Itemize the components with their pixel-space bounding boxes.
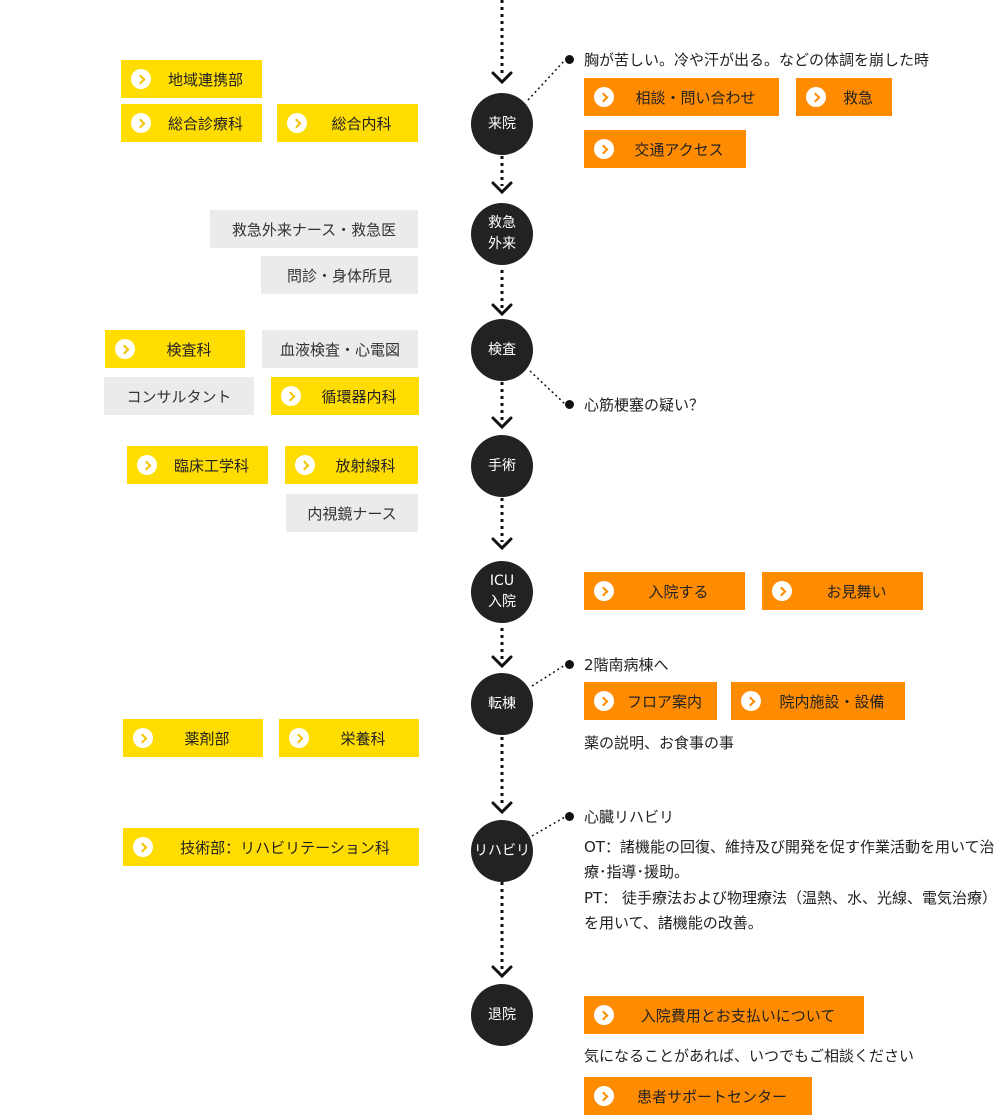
link-hiyo-label: 入院費用とお支払いについて [640,1006,836,1025]
link-kyukyu-label: 救急 [842,88,873,107]
step-tento: 転棟 [471,673,533,735]
link-omimai[interactable]: お見舞い [762,572,923,610]
text-ot: OT：諸機能の回復、維持及び開発を促す作業活動を用いて治療･指導･援助。 [584,838,995,881]
link-shisetsu[interactable]: 院内施設・設備 [731,682,905,720]
link-kensaka-label: 検査科 [166,340,212,359]
link-hoshasen[interactable]: 放射線科 [285,446,418,484]
chevron-right-icon [594,139,614,159]
chevron-right-icon [133,728,153,748]
step-kyukyu-gairai-label: 救急外来 [488,213,516,255]
link-eiyo[interactable]: 栄養科 [279,719,419,757]
link-support-center-label: 患者サポートセンター [636,1087,787,1106]
link-rinsho-kogaku-label: 臨床工学科 [173,456,249,475]
link-sogo-shinryo[interactable]: 総合診療科 [121,104,262,142]
chevron-right-icon [772,581,792,601]
step-taiin-label: 退院 [488,1006,516,1023]
link-kensaka[interactable]: 検査科 [105,330,245,368]
link-eiyo-label: 栄養科 [340,729,386,748]
link-access[interactable]: 交通アクセス [584,130,746,168]
chevron-right-icon [594,1005,614,1025]
link-hiyo[interactable]: 入院費用とお支払いについて [584,996,864,1034]
step-shujutsu: 手術 [471,435,533,497]
link-hoshasen-label: 放射線科 [335,456,396,475]
step-kyukyu-line1: 救急 [488,215,516,231]
link-yakuzai-label: 薬剤部 [184,729,230,748]
link-gijutsu-rehab-label: 技術部：リハビリテーション科 [180,838,390,857]
link-chiiki-renkei[interactable]: 地域連携部 [121,60,262,98]
chevron-right-icon [594,87,614,107]
step-raiin-label: 来院 [488,115,516,132]
step-icu-line1: ICU [489,573,515,589]
note-tento: 2階南病棟へ [565,656,669,674]
chevron-right-icon [594,1086,614,1106]
step-taiin: 退院 [471,984,533,1046]
link-junkanki[interactable]: 循環器内科 [271,377,419,415]
text-pt: PT： 徒手療法および物理療法（温熱、水、光線、電気治療）を用いて、諸機能の改善… [584,889,997,932]
link-nyuin-label: 入院する [648,582,709,601]
chevron-right-icon [287,113,307,133]
tag-kyukyu-nurse: 救急外来ナース・救急医 [210,210,418,248]
link-access-label: 交通アクセス [634,140,724,159]
tag-naishikyo: 内視鏡ナース [286,494,418,532]
chevron-right-icon [806,87,826,107]
link-sodan-label: 相談・問い合わせ [635,88,756,107]
chevron-right-icon [281,386,301,406]
link-sodan[interactable]: 相談・問い合わせ [584,78,779,116]
step-shujutsu-label: 手術 [488,457,516,474]
chevron-right-icon [131,113,151,133]
link-floor[interactable]: フロア案内 [584,682,717,720]
note-kusuri: 薬の説明、お食事の事 [584,734,735,752]
chevron-right-icon [137,455,157,475]
link-gijutsu-rehab[interactable]: 技術部：リハビリテーション科 [123,828,419,866]
tag-consultant: コンサルタント [104,377,254,415]
link-support-center[interactable]: 患者サポートセンター [584,1077,812,1115]
link-rinsho-kogaku[interactable]: 臨床工学科 [127,446,268,484]
link-chiiki-renkei-label: 地域連携部 [167,70,243,89]
step-kyukyu-line2: 外来 [488,236,516,252]
step-icu-label: ICU 入院 [488,571,516,613]
chevron-right-icon [289,728,309,748]
step-icu-nyuin: ICU 入院 [471,561,533,623]
chevron-right-icon [295,455,315,475]
step-tento-label: 転棟 [488,695,516,712]
link-junkanki-label: 循環器内科 [321,387,397,406]
link-sogo-shinryo-label: 総合診療科 [167,114,243,133]
chevron-right-icon [131,69,151,89]
step-raiin: 来院 [471,93,533,155]
chevron-right-icon [741,691,761,711]
step-kensa: 検査 [471,319,533,381]
link-yakuzai[interactable]: 薬剤部 [123,719,263,757]
tag-monshin: 問診・身体所見 [261,256,418,294]
link-omimai-label: お見舞い [826,582,887,601]
link-sogo-naika-label: 総合内科 [331,114,392,133]
link-nyuin[interactable]: 入院する [584,572,745,610]
note-kensa: 心筋梗塞の疑い？ [564,396,705,414]
note-sodan: 気になることがあれば、いつでもご相談ください [584,1047,915,1065]
link-shisetsu-label: 院内施設・設備 [779,692,885,711]
chevron-right-icon [594,581,614,601]
chevron-right-icon [594,691,614,711]
note-rehab: 心臓リハビリ [564,808,675,826]
step-rehab-label: リハビリ [474,842,530,859]
step-icu-line2: 入院 [488,594,516,610]
step-kyukyu-gairai: 救急外来 [471,203,533,265]
chevron-right-icon [115,339,135,359]
link-kyukyu[interactable]: 救急 [796,78,892,116]
step-kensa-label: 検査 [488,341,516,358]
chevron-right-icon [133,837,153,857]
step-rehab: リハビリ [471,820,533,882]
link-sogo-naika[interactable]: 総合内科 [277,104,418,142]
link-floor-label: フロア案内 [626,692,702,711]
tag-ketsueki: 血液検査・心電図 [262,330,418,368]
note-raiin: 胸が苦しい。冷や汗が出る。などの体調を崩した時 [564,51,930,69]
